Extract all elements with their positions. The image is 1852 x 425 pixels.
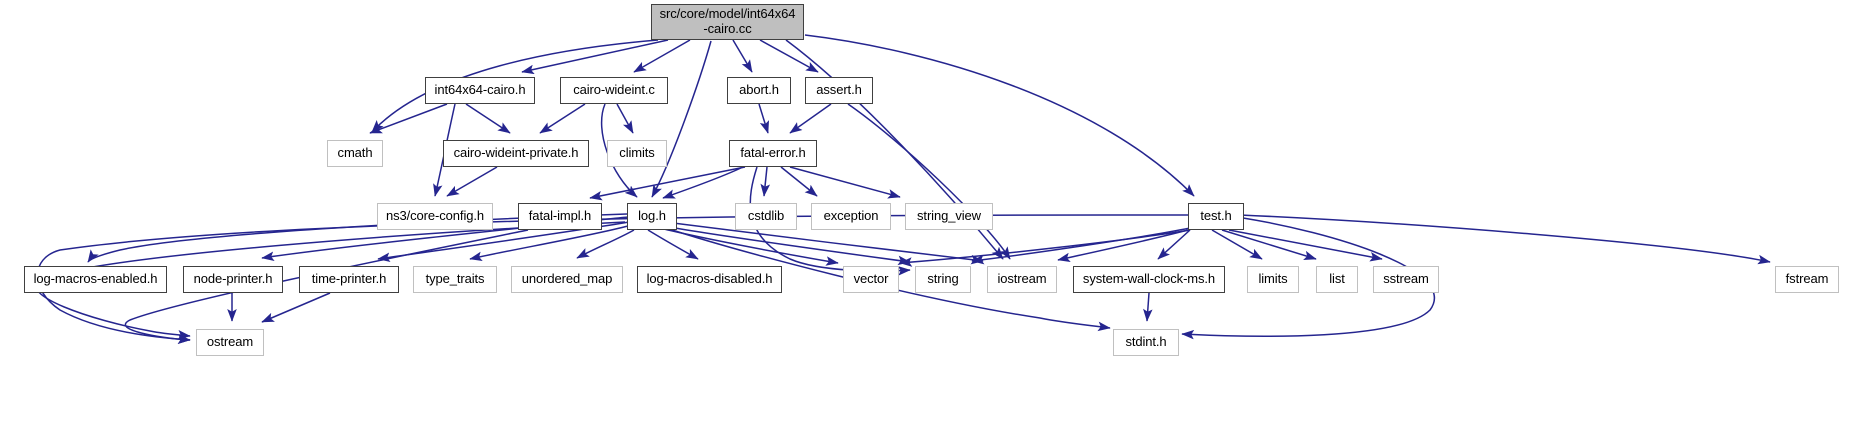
graph-node-fatalimpl[interactable]: fatal-impl.h xyxy=(518,203,602,230)
graph-node-label: test.h xyxy=(1200,208,1232,224)
graph-node-label: iostream xyxy=(997,271,1047,287)
graph-node-label: string xyxy=(927,271,959,287)
graph-node-unordered[interactable]: unordered_map xyxy=(511,266,623,293)
graph-node-timeprinter[interactable]: time-printer.h xyxy=(299,266,399,293)
graph-node-stdint[interactable]: stdint.h xyxy=(1113,329,1179,356)
graph-node-exception[interactable]: exception xyxy=(811,203,891,230)
graph-node-label: ostream xyxy=(206,334,254,350)
graph-node-label: string_view xyxy=(917,208,981,224)
graph-node-logenabled[interactable]: log-macros-enabled.h xyxy=(24,266,167,293)
graph-edge xyxy=(971,227,1191,265)
graph-edge xyxy=(847,103,1011,260)
graph-node-label: log.h xyxy=(638,208,666,224)
graph-node-int64h[interactable]: int64x64-cairo.h xyxy=(425,77,535,104)
graph-edge xyxy=(369,103,448,134)
graph-edge xyxy=(780,166,818,197)
graph-node-label: unordered_map xyxy=(521,271,613,287)
graph-node-wideintpriv[interactable]: cairo-wideint-private.h xyxy=(443,140,589,167)
graph-edge xyxy=(1211,229,1263,260)
graph-node-label: time-printer.h xyxy=(311,271,387,287)
graph-node-coreconfig[interactable]: ns3/core-config.h xyxy=(377,203,493,230)
graph-node-label: fatal-impl.h xyxy=(528,208,592,224)
graph-edge xyxy=(633,39,691,73)
graph-node-vector[interactable]: vector xyxy=(843,266,899,293)
graph-node-label: log-macros-enabled.h xyxy=(33,271,158,287)
graph-node-label: exception xyxy=(823,208,879,224)
graph-node-ostream[interactable]: ostream xyxy=(196,329,264,356)
graph-node-logh[interactable]: log.h xyxy=(627,203,677,230)
graph-node-fstream[interactable]: fstream xyxy=(1775,266,1839,293)
graph-node-label: cmath xyxy=(337,145,373,161)
graph-edge xyxy=(662,225,911,266)
graph-node-list[interactable]: list xyxy=(1316,266,1358,293)
graph-edge xyxy=(1228,229,1383,262)
graph-node-asserth[interactable]: assert.h xyxy=(805,77,873,104)
graph-node-wideintc[interactable]: cairo-wideint.c xyxy=(560,77,668,104)
graph-node-label: vector xyxy=(853,271,889,287)
graph-edge xyxy=(521,39,669,75)
graph-node-fatalerror[interactable]: fatal-error.h xyxy=(729,140,817,167)
graph-edge xyxy=(1239,214,1771,265)
graph-node-limits[interactable]: limits xyxy=(1247,266,1299,293)
graph-node-nodeprinter[interactable]: node-printer.h xyxy=(183,266,283,293)
graph-node-syswall[interactable]: system-wall-clock-ms.h xyxy=(1073,266,1225,293)
graph-edge xyxy=(804,34,1195,197)
graph-edge xyxy=(789,166,901,199)
graph-node-label: fatal-error.h xyxy=(740,145,806,161)
graph-node-string[interactable]: string xyxy=(915,266,971,293)
graph-edge xyxy=(1221,229,1317,261)
graph-node-testh[interactable]: test.h xyxy=(1188,203,1244,230)
graph-node-sstream[interactable]: sstream xyxy=(1373,266,1439,293)
graph-node-cstdlib[interactable]: cstdlib xyxy=(735,203,797,230)
graph-node-label: type_traits xyxy=(425,271,485,287)
graph-node-label: fstream xyxy=(1785,271,1829,287)
graph-node-logdisabled[interactable]: log-macros-disabled.h xyxy=(637,266,782,293)
graph-node-label: log-macros-disabled.h xyxy=(646,271,773,287)
graph-edge xyxy=(758,103,770,134)
graph-node-label: assert.h xyxy=(816,82,862,98)
graph-node-label: int64x64-cairo.h xyxy=(434,82,526,98)
graph-edge xyxy=(759,39,819,73)
graph-node-label: node-printer.h xyxy=(193,271,273,287)
graph-edge xyxy=(760,166,771,197)
graph-node-label: cairo-wideint-private.h xyxy=(453,145,579,161)
graph-edge xyxy=(261,292,331,323)
graph-edge xyxy=(899,229,1191,267)
graph-edge xyxy=(662,166,744,199)
graph-node-climits[interactable]: climits xyxy=(607,140,667,167)
graph-edge xyxy=(539,103,586,134)
graph-edge xyxy=(576,229,635,259)
graph-node-stringview[interactable]: string_view xyxy=(905,203,993,230)
graph-edge xyxy=(616,103,634,134)
graph-node-label: stdint.h xyxy=(1125,334,1167,350)
graph-node-label: limits xyxy=(1258,271,1288,287)
graph-edge xyxy=(1157,229,1191,260)
graph-edge xyxy=(789,103,832,134)
graph-edge xyxy=(1143,292,1153,322)
graph-edge xyxy=(659,227,839,266)
graph-node-label: abort.h xyxy=(739,82,779,98)
graph-edge xyxy=(651,40,712,198)
graph-edge xyxy=(589,166,746,201)
graph-edge xyxy=(465,103,511,134)
graph-node-label: system-wall-clock-ms.h xyxy=(1082,271,1216,287)
graph-node-label: src/core/model/int64x64 -cairo.cc xyxy=(659,6,796,36)
graph-node-label: list xyxy=(1329,271,1345,287)
graph-node-label: ns3/core-config.h xyxy=(385,208,485,224)
graph-edge xyxy=(732,39,753,73)
graph-node-label: cstdlib xyxy=(747,208,785,224)
graph-node-aborth[interactable]: abort.h xyxy=(727,77,791,104)
graph-node-iostream[interactable]: iostream xyxy=(987,266,1057,293)
graph-edge xyxy=(647,229,699,260)
graph-node-typetraits[interactable]: type_traits xyxy=(413,266,497,293)
graph-edge xyxy=(469,225,629,262)
graph-edge xyxy=(1057,229,1189,263)
graph-node-label: cairo-wideint.c xyxy=(573,82,655,98)
graph-node-label: sstream xyxy=(1383,271,1429,287)
graph-edge xyxy=(446,166,498,197)
graph-node-label: climits xyxy=(619,145,655,161)
graph-node-cmath[interactable]: cmath xyxy=(327,140,383,167)
graph-node-root[interactable]: src/core/model/int64x64 -cairo.cc xyxy=(651,4,804,40)
